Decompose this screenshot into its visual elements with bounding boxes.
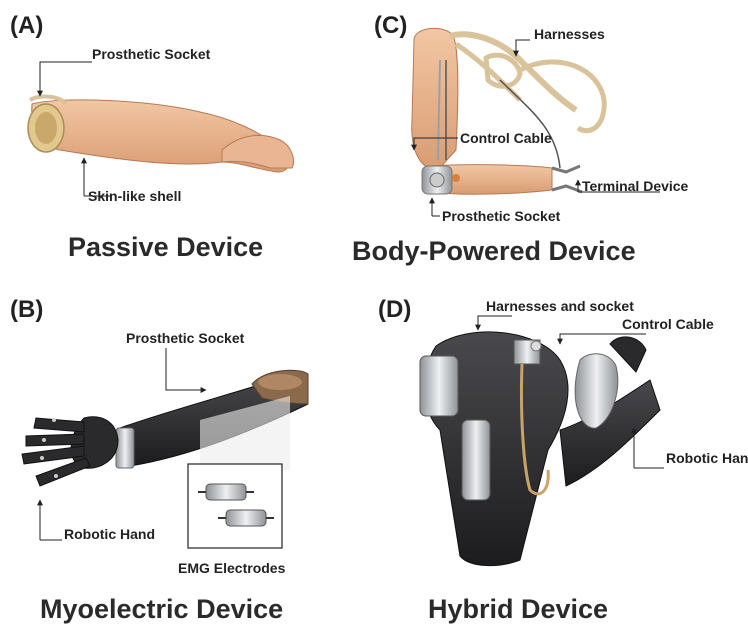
emg-electrode-box — [188, 464, 282, 548]
panel-c-cable-label: Control Cable — [460, 130, 552, 146]
panel-c-socket-label: Prosthetic Socket — [442, 208, 560, 224]
panel-c-title: Body-Powered Device — [352, 236, 636, 267]
panel-b-hand-label: Robotic Hand — [64, 526, 155, 542]
panel-d-harness-socket-label: Harnesses and socket — [486, 298, 634, 314]
passive-arm-illustration — [28, 97, 294, 172]
panel-a-shell-label: Skin-like shell — [88, 188, 181, 204]
panel-a-letter: (A) — [10, 12, 43, 40]
panel-c-terminal-label: Terminal Device — [582, 178, 688, 194]
panel-c-letter: (C) — [374, 12, 407, 40]
panel-b-emg-label: EMG Electrodes — [178, 560, 285, 576]
panel-c-harnesses-label: Harnesses — [534, 26, 605, 42]
panel-d-hand-label: Robotic Hand — [666, 450, 748, 466]
panel-b-letter: (B) — [10, 296, 43, 324]
panel-d-letter: (D) — [378, 296, 411, 324]
panel-d-title: Hybrid Device — [428, 594, 608, 625]
panel-b-socket-label: Prosthetic Socket — [126, 330, 244, 346]
panel-d-cable-label: Control Cable — [622, 316, 714, 332]
panel-b-title: Myoelectric Device — [40, 594, 283, 625]
body-powered-arm-illustration — [412, 28, 604, 194]
hybrid-arm-illustration — [420, 332, 660, 566]
panel-a-title: Passive Device — [68, 232, 263, 263]
panel-a-socket-label: Prosthetic Socket — [92, 46, 210, 62]
